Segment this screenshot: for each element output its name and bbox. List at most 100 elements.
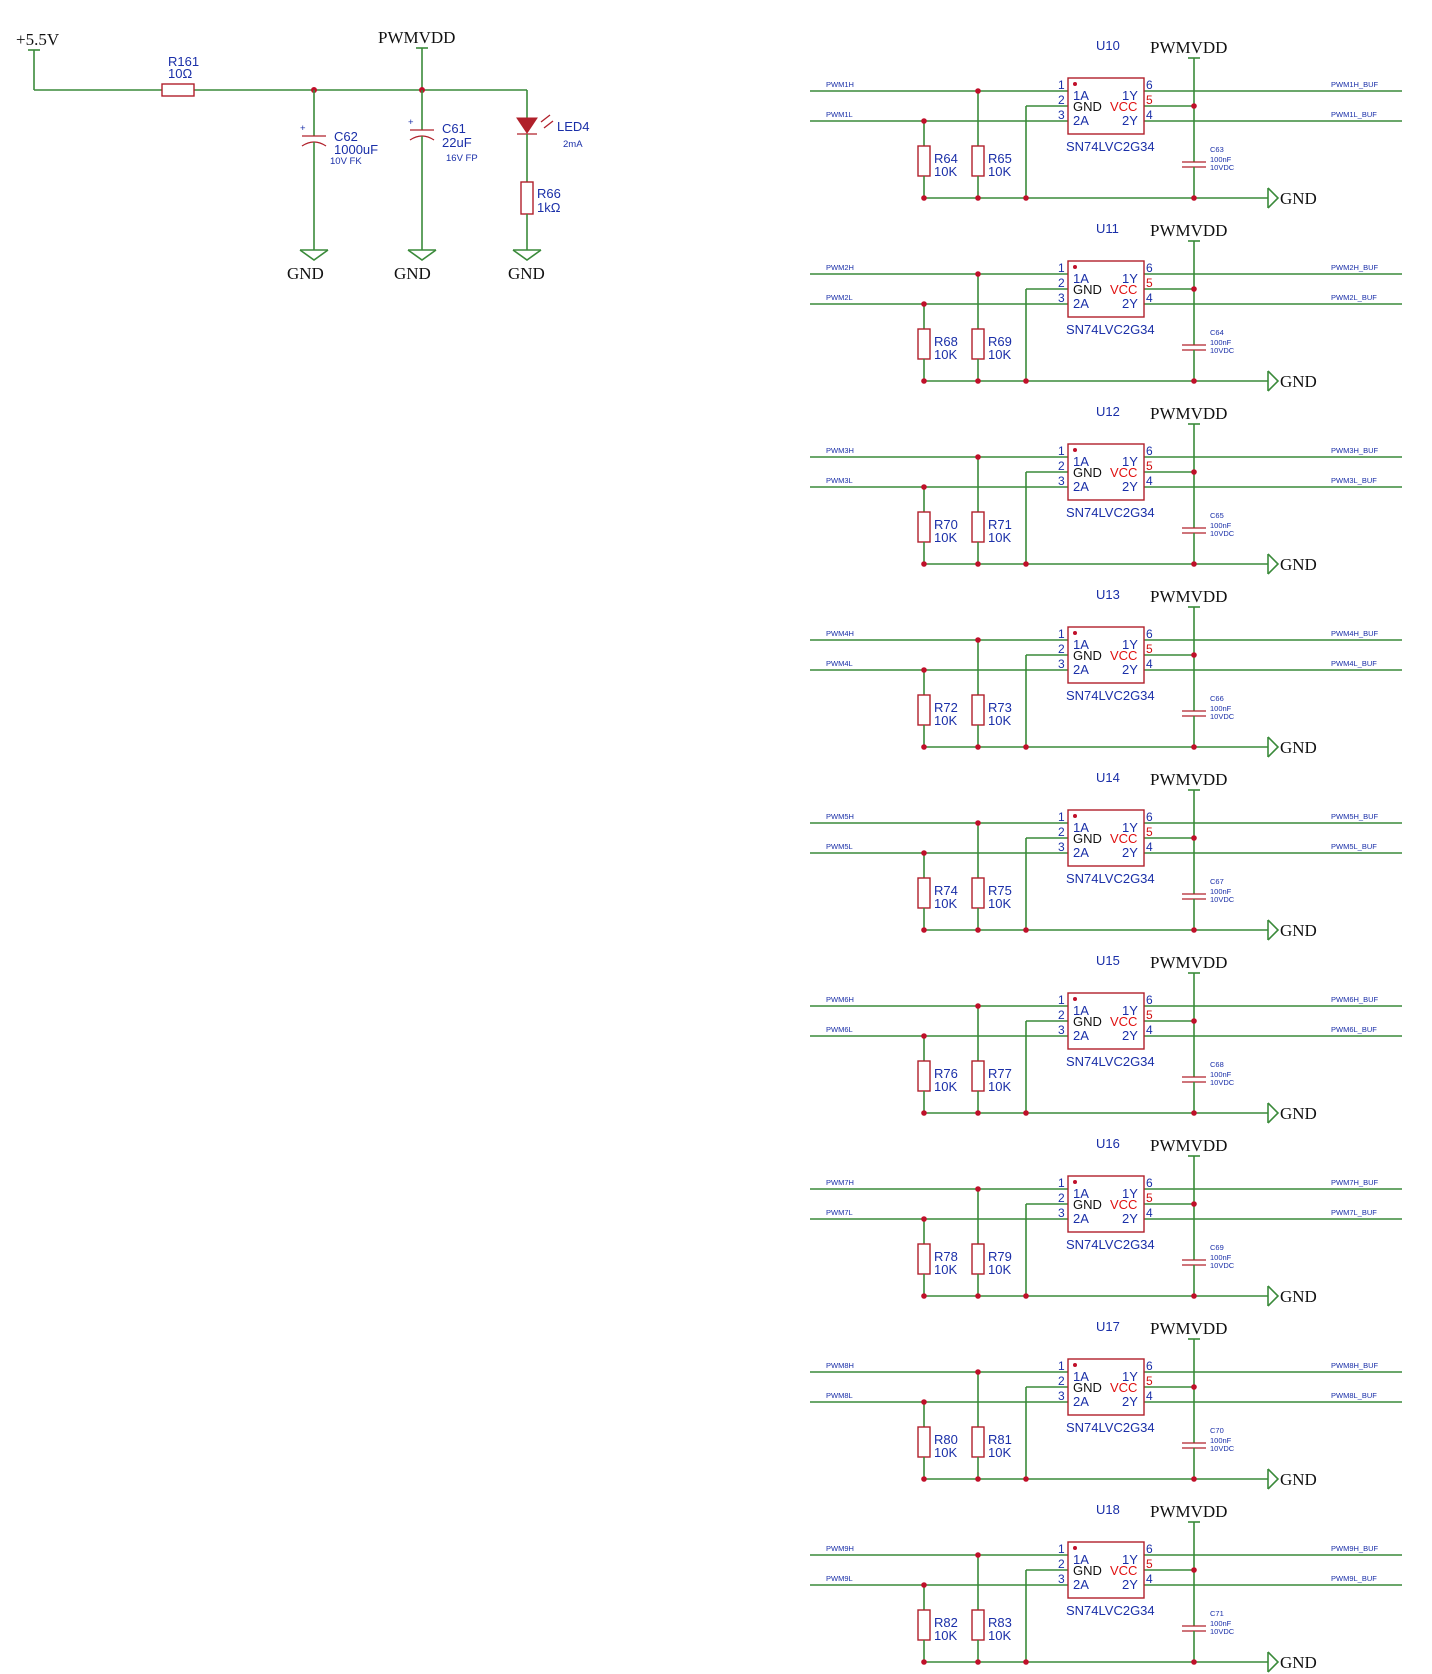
gnd-label: GND xyxy=(1280,189,1317,208)
cap-ref: C64 xyxy=(1210,328,1224,337)
buffer-block-u16: PWM7HPWM7LPWM7H_BUFPWM7L_BUFPWMVDDC69100… xyxy=(810,1136,1402,1307)
pin-number: 5 xyxy=(1146,642,1153,656)
net-label-in-l: PWM5L xyxy=(826,842,853,851)
rhigh-value: 10K xyxy=(988,164,1011,179)
junction-dot xyxy=(975,454,981,460)
c62-rating: 10V FK xyxy=(330,156,362,167)
pin-number: 3 xyxy=(1058,1389,1065,1403)
junction-dot xyxy=(975,820,981,826)
chip-pin1-marker xyxy=(1073,82,1077,86)
net-label-in-l: PWM6L xyxy=(826,1025,853,1034)
net-label-in-h: PWM4H xyxy=(826,629,854,638)
junction-dot xyxy=(1191,286,1197,292)
net-label-in-h: PWM5H xyxy=(826,812,854,821)
pin-number: 5 xyxy=(1146,459,1153,473)
pin-number: 5 xyxy=(1146,93,1153,107)
pin-number: 2 xyxy=(1058,1557,1065,1571)
pin-name-1a: 1A xyxy=(1073,820,1089,835)
pin-name-2y: 2Y xyxy=(1122,662,1138,677)
cap-rating: 10VDC xyxy=(1210,1078,1235,1087)
gnd-label: GND xyxy=(1280,372,1317,391)
buffer-block-u10: PWM1HPWM1LPWM1H_BUFPWM1L_BUFPWMVDDC63100… xyxy=(810,38,1402,209)
rail-label: PWMVDD xyxy=(1150,953,1227,972)
junction-dot xyxy=(921,1659,927,1665)
rail-label: PWMVDD xyxy=(1150,221,1227,240)
cap-ref: C67 xyxy=(1210,877,1224,886)
pin-name-gnd: GND xyxy=(1073,1197,1102,1212)
pin-number: 3 xyxy=(1058,840,1065,854)
pin-name-1y: 1Y xyxy=(1122,1003,1138,1018)
chip-body xyxy=(1067,809,1145,867)
junction-dot xyxy=(1191,835,1197,841)
chip-body xyxy=(1067,626,1145,684)
rhigh-body xyxy=(971,1243,985,1275)
junction-dot xyxy=(975,1186,981,1192)
junction-dot xyxy=(921,1399,927,1405)
chip-ref: U13 xyxy=(1096,587,1120,602)
junction-dot xyxy=(975,1293,981,1299)
net-label-in-l: PWM7L xyxy=(826,1208,853,1217)
pin-name-1a: 1A xyxy=(1073,1186,1089,1201)
cap-value: 100nF xyxy=(1210,338,1232,347)
pin-name-2a: 2A xyxy=(1073,1577,1089,1592)
chip-pin1-marker xyxy=(1073,1546,1077,1550)
cap-rating: 10VDC xyxy=(1210,163,1235,172)
net-label-out-h: PWM1H_BUF xyxy=(1331,80,1379,89)
junction-dot xyxy=(921,1476,927,1482)
r66-ref: R66 xyxy=(537,186,561,201)
gnd-label: GND xyxy=(1280,1653,1317,1672)
pin-name-1a: 1A xyxy=(1073,1369,1089,1384)
pin-number: 3 xyxy=(1058,291,1065,305)
rhigh-ref: R77 xyxy=(988,1066,1012,1081)
junction-dot xyxy=(975,927,981,933)
pin-name-2a: 2A xyxy=(1073,296,1089,311)
rlow-value: 10K xyxy=(934,1262,957,1277)
rail-label: PWMVDD xyxy=(1150,1319,1227,1338)
c61-plus: + xyxy=(408,117,414,128)
junction-dot xyxy=(921,1582,927,1588)
rhigh-body xyxy=(971,511,985,543)
pin-number: 2 xyxy=(1058,1008,1065,1022)
rhigh-value: 10K xyxy=(988,1262,1011,1277)
pin-number: 6 xyxy=(1146,261,1153,275)
rhigh-value: 10K xyxy=(988,530,1011,545)
rlow-value: 10K xyxy=(934,713,957,728)
net-label-out-h: PWM4H_BUF xyxy=(1331,629,1379,638)
pin-number: 5 xyxy=(1146,1557,1153,1571)
pin-number: 6 xyxy=(1146,78,1153,92)
rail-label: PWMVDD xyxy=(1150,1136,1227,1155)
gnd-label: GND xyxy=(1280,738,1317,757)
gnd-arrow-symbol xyxy=(1267,553,1280,575)
pin-number: 4 xyxy=(1146,1572,1153,1586)
rlow-ref: R78 xyxy=(934,1249,958,1264)
junction-dot xyxy=(1191,1476,1197,1482)
chip-part-number: SN74LVC2G34 xyxy=(1066,1237,1155,1252)
rhigh-value: 10K xyxy=(988,1079,1011,1094)
pin-name-2y: 2Y xyxy=(1122,1577,1138,1592)
led4-current: 2mA xyxy=(563,139,583,150)
pin-name-1y: 1Y xyxy=(1122,454,1138,469)
chip-pin1-marker xyxy=(1073,997,1077,1001)
gnd-label: GND xyxy=(1280,1104,1317,1123)
pin-name-gnd: GND xyxy=(1073,99,1102,114)
cap-rating: 10VDC xyxy=(1210,895,1235,904)
net-label-out-l: PWM3L_BUF xyxy=(1331,476,1377,485)
buffer-block-u13: PWM4HPWM4LPWM4H_BUFPWM4L_BUFPWMVDDC66100… xyxy=(810,587,1402,758)
pin-name-1y: 1Y xyxy=(1122,271,1138,286)
r161-body xyxy=(161,83,195,97)
pin-number: 6 xyxy=(1146,1176,1153,1190)
pin-number: 2 xyxy=(1058,459,1065,473)
chip-pin1-marker xyxy=(1073,814,1077,818)
pin-number: 6 xyxy=(1146,1542,1153,1556)
junction-dot xyxy=(975,195,981,201)
junction-dot xyxy=(1191,1018,1197,1024)
pin-number: 3 xyxy=(1058,108,1065,122)
junction-dot xyxy=(1023,1110,1029,1116)
pin-number: 4 xyxy=(1146,474,1153,488)
junction-dot xyxy=(1191,1384,1197,1390)
supply-label: +5.5V xyxy=(16,30,60,49)
rail-label: PWMVDD xyxy=(1150,38,1227,57)
chip-ref: U14 xyxy=(1096,770,1120,785)
junction-dot xyxy=(1191,469,1197,475)
junction-dot xyxy=(975,1659,981,1665)
